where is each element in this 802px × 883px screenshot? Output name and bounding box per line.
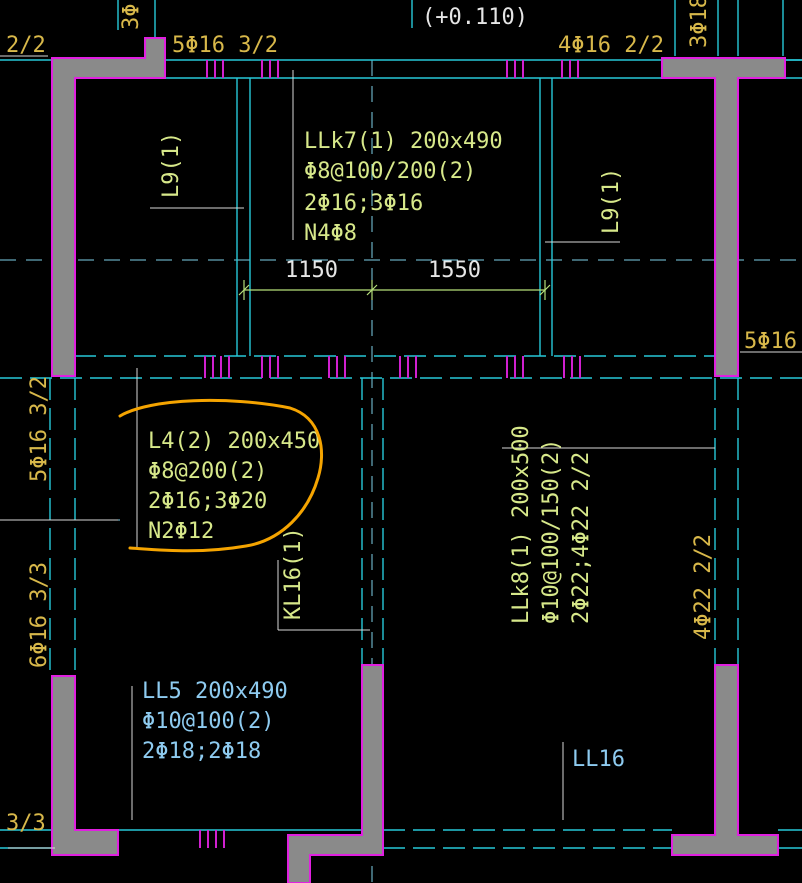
dimension-line: 1150 1550 bbox=[238, 258, 551, 300]
elevation-label: (+0.110) bbox=[422, 5, 528, 30]
wall-bottom-left bbox=[51, 675, 119, 856]
dimension-1150: 1150 bbox=[285, 258, 338, 283]
l4-line-3: 2Φ16;3Φ20 bbox=[148, 489, 267, 514]
beam-kl16: KL16(1) bbox=[281, 527, 306, 620]
ll5-line-3: 2Φ18;2Φ18 bbox=[142, 739, 261, 764]
llk7-line-1: LLk7(1) 200x490 bbox=[304, 129, 503, 154]
wall-top-left bbox=[51, 37, 166, 377]
llk8-line-3: 2Φ22;4Φ22 2/2 bbox=[569, 452, 594, 624]
beam-llk7-annotation: LLk7(1) 200x490 Φ8@100/200(2) 2Φ16;3Φ16 … bbox=[304, 129, 503, 246]
top-right-vertical-mark: 3Φ18 bbox=[687, 0, 712, 48]
l4-line-1: L4(2) 200x450 bbox=[148, 429, 320, 454]
rebar-label-right-b: 4Φ22 2/2 bbox=[691, 534, 716, 640]
llk7-line-2: Φ8@100/200(2) bbox=[304, 159, 476, 184]
ll5-line-2: Φ10@100(2) bbox=[142, 709, 274, 734]
walls bbox=[51, 37, 786, 883]
leader-lines bbox=[0, 55, 802, 849]
l4-line-2: Φ8@200(2) bbox=[148, 459, 267, 484]
wall-bottom-right bbox=[671, 664, 779, 856]
beam-l9-right: L9(1) bbox=[599, 168, 624, 234]
l4-line-4: N2Φ12 bbox=[148, 519, 214, 544]
ll5-line-1: LL5 200x490 bbox=[142, 679, 288, 704]
highlight-circle bbox=[118, 398, 324, 553]
rebar-label-top-b: 4Φ16 2/2 bbox=[558, 33, 664, 58]
wall-top-right bbox=[661, 57, 786, 377]
ratio-bottom-left: 3/3 bbox=[6, 811, 46, 836]
beam-llk8-annotation: LLk8(1) 200x500 Φ10@100/150(2) 2Φ22;4Φ22… bbox=[509, 425, 594, 624]
rebar-ticks bbox=[199, 60, 581, 848]
beam-gridlines bbox=[0, 0, 802, 849]
rebar-label-left-b: 6Φ16 3/3 bbox=[27, 562, 52, 668]
llk7-line-3: 2Φ16;3Φ16 bbox=[304, 191, 423, 216]
top-left-vertical-mark: 3Φ bbox=[119, 4, 144, 31]
rebar-label-right: 5Φ16 bbox=[744, 329, 797, 354]
beam-l4-annotation: L4(2) 200x450 Φ8@200(2) 2Φ16;3Φ20 N2Φ12 bbox=[148, 429, 320, 544]
beam-ll5-annotation: LL5 200x490 Φ10@100(2) 2Φ18;2Φ18 bbox=[142, 679, 288, 764]
wall-bottom-center bbox=[287, 664, 384, 883]
rebar-label-top-a: 5Φ16 3/2 bbox=[172, 33, 278, 58]
llk8-line-2: Φ10@100/150(2) bbox=[539, 439, 564, 624]
beam-ll16: LL16 bbox=[572, 747, 625, 772]
rebar-label-left-a: 5Φ16 3/2 bbox=[27, 376, 52, 482]
llk8-line-1: LLk8(1) 200x500 bbox=[509, 425, 534, 624]
llk7-line-4: N4Φ8 bbox=[304, 221, 357, 246]
dimension-1550: 1550 bbox=[428, 258, 481, 283]
ratio-top-left: 2/2 bbox=[6, 33, 46, 58]
beam-l9-left: L9(1) bbox=[159, 132, 184, 198]
